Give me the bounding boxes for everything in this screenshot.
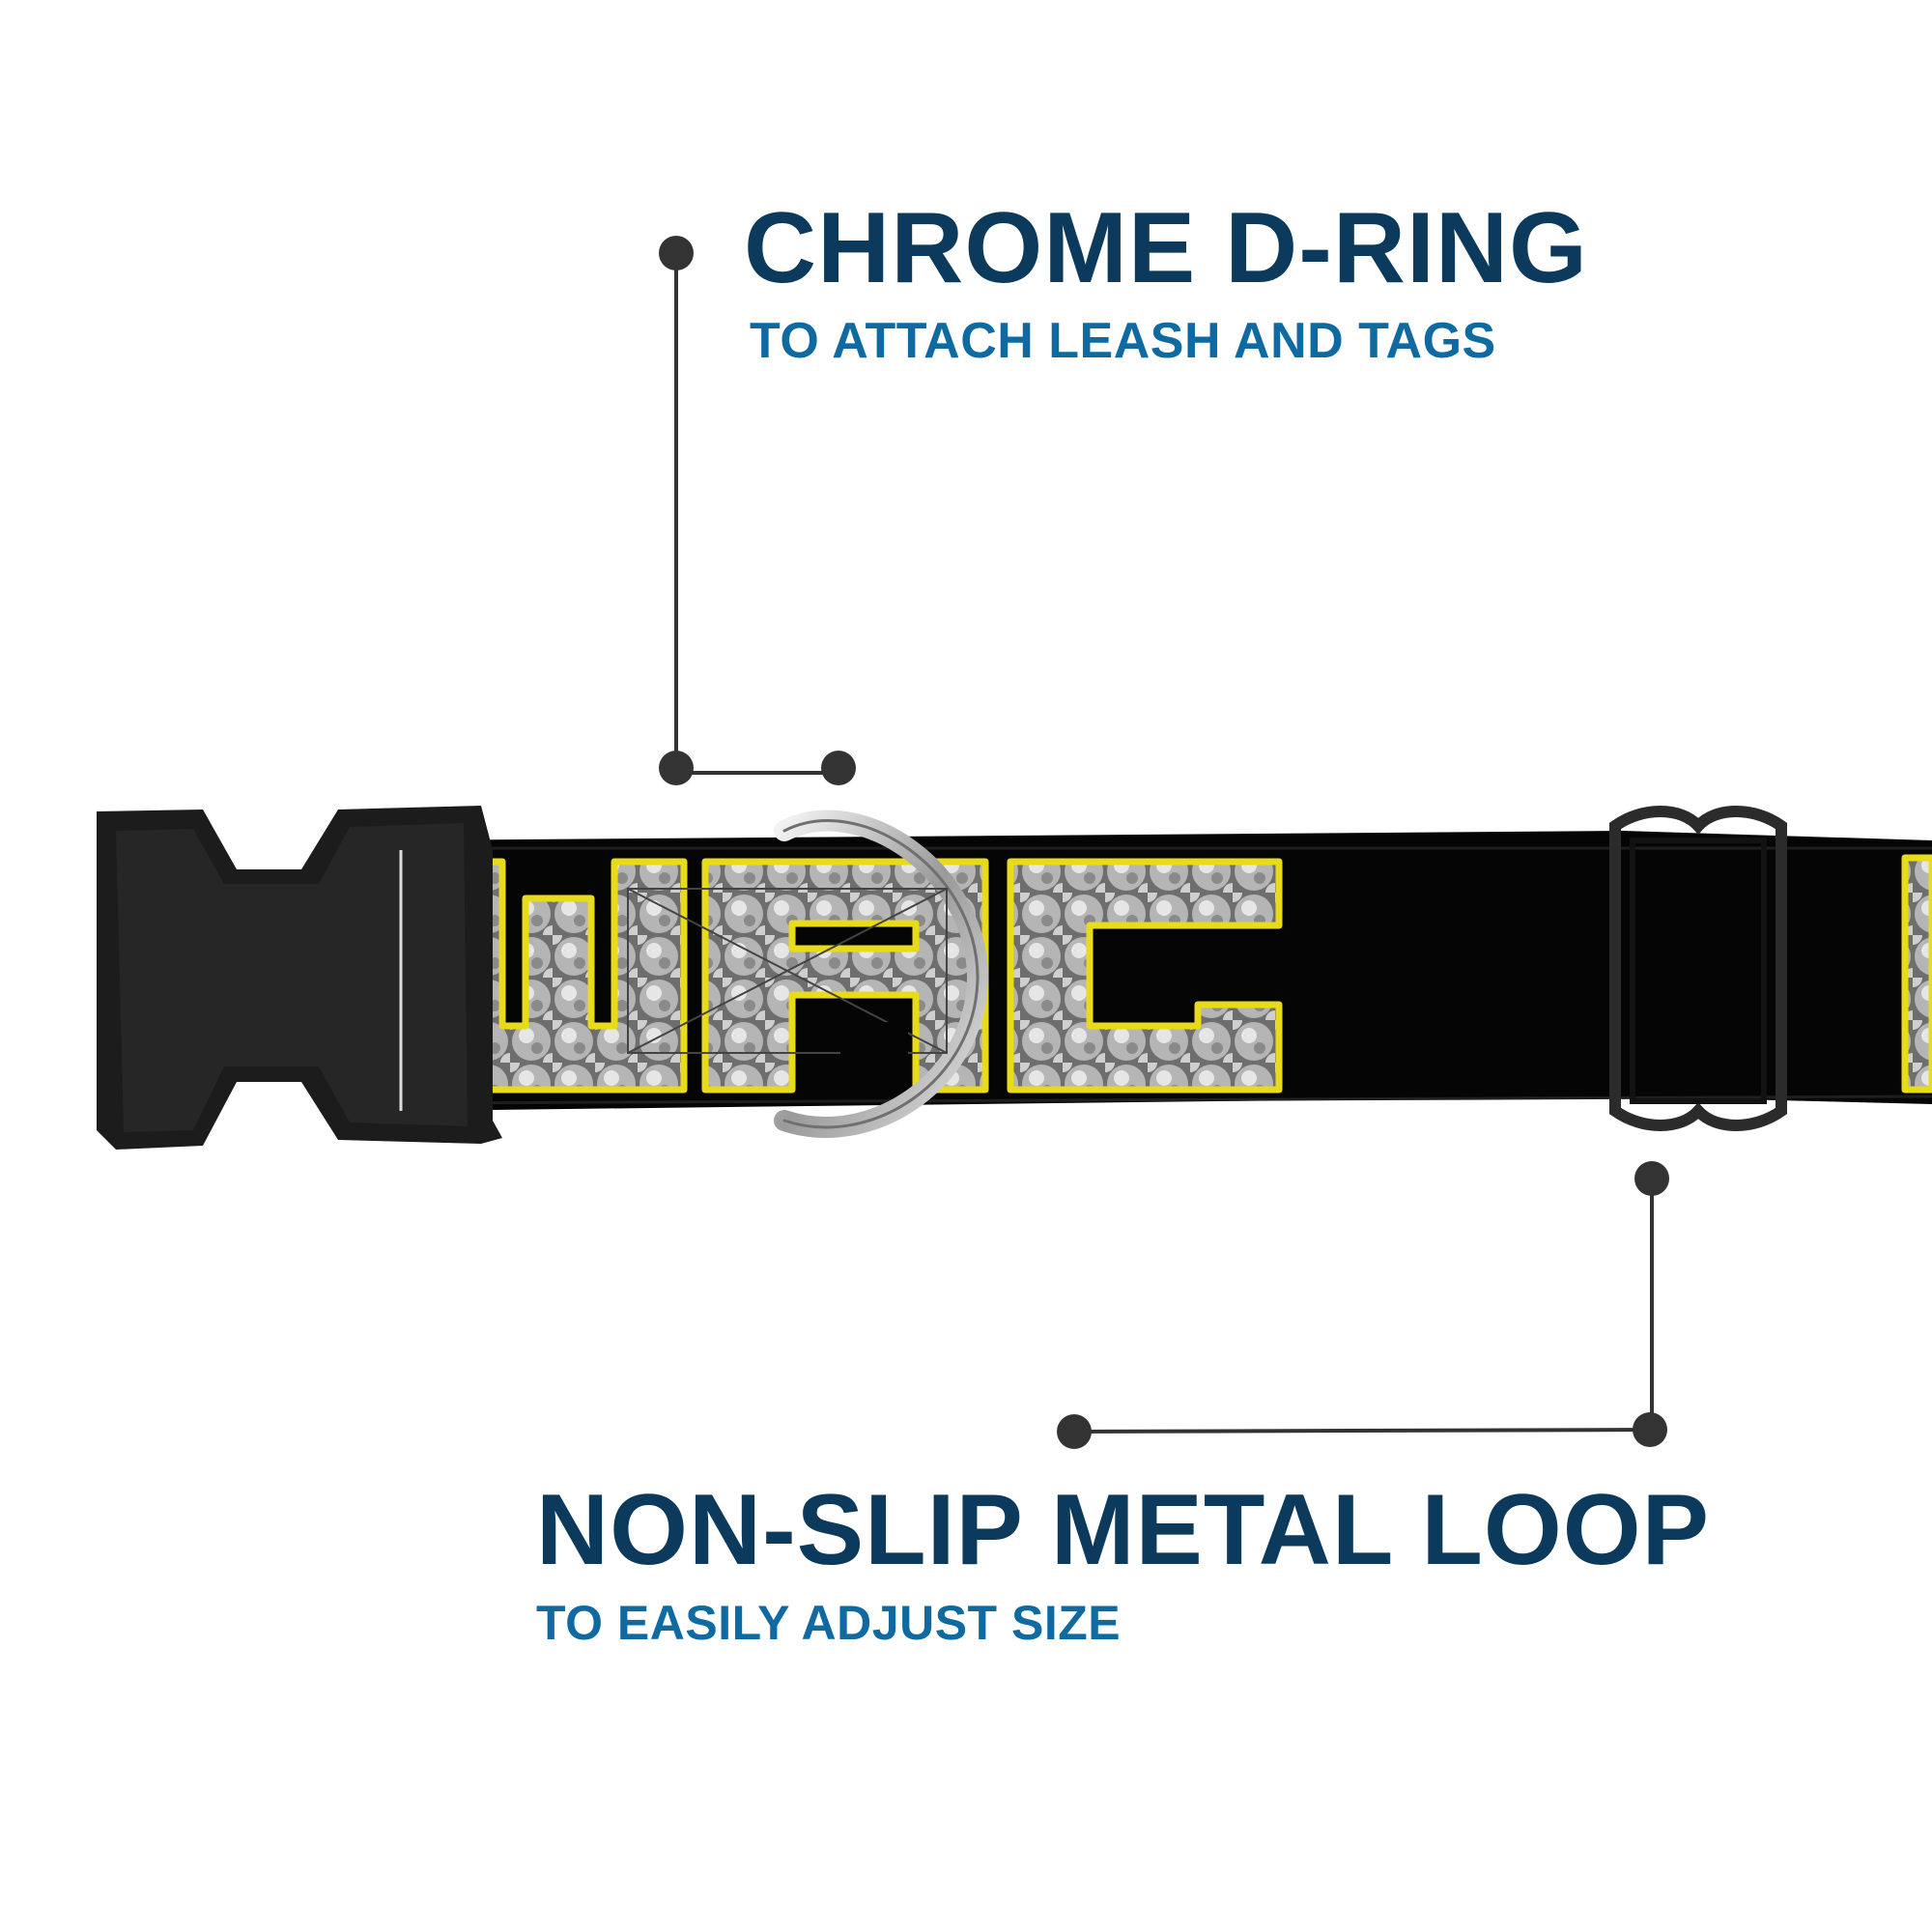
- d-ring-title: CHROME D-RING: [744, 192, 1588, 304]
- d-ring-subtitle: TO ATTACH LEASH AND TAGS: [750, 313, 1496, 369]
- d-ring-leader: [659, 236, 856, 785]
- d-ring-icon: [627, 810, 989, 1138]
- collar-pattern: [427, 854, 1932, 1094]
- buckle-icon: [97, 806, 502, 1150]
- slider-loop-icon: [1609, 806, 1787, 1131]
- loop-title: NON-SLIP METAL LOOP: [536, 1474, 1711, 1586]
- loop-subtitle: TO EASILY ADJUST SIZE: [536, 1596, 1122, 1650]
- loop-leader: [1057, 1161, 1669, 1449]
